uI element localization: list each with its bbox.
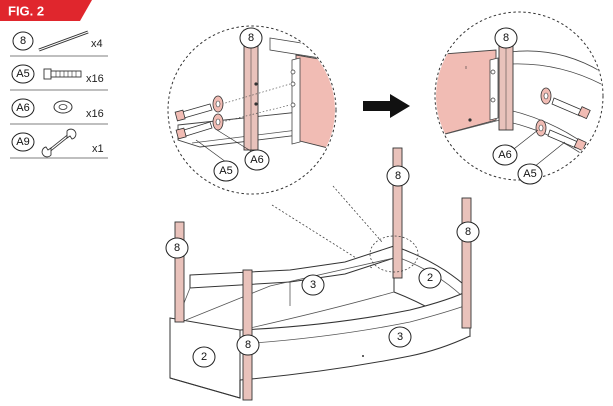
highlighted-panel <box>295 54 335 151</box>
callout-bolt: A5 <box>219 165 232 177</box>
front-long-panel <box>239 289 471 381</box>
parts-list: 8 x4 A5 x16 A6 x16 <box>10 30 108 159</box>
washer-icon <box>53 100 73 114</box>
part-id: 8 <box>20 35 26 47</box>
callout-washer: A6 <box>498 149 511 161</box>
post <box>174 221 185 323</box>
callout-bolt: A5 <box>523 168 536 180</box>
part-qty: x4 <box>91 38 103 50</box>
post <box>392 147 403 279</box>
callout-post: 8 <box>465 226 471 238</box>
part-id: A9 <box>16 136 29 148</box>
callout-post: 8 <box>174 242 180 254</box>
figure-banner: FIG. 2 <box>0 0 92 21</box>
part-row-a6: A6 x16 <box>11 98 104 120</box>
highlighted-panel <box>436 49 497 139</box>
part-id: A6 <box>16 102 29 114</box>
detail-circle-after: 8 A6 A5 <box>434 11 604 185</box>
part-id: A5 <box>16 68 29 80</box>
rod-icon <box>38 30 89 52</box>
callout-side-panel: 2 <box>427 272 433 284</box>
callout-post: 8 <box>245 339 251 351</box>
callout-long-panel: 3 <box>397 331 403 343</box>
detail-circle-before: 8 A6 A5 <box>167 25 337 195</box>
part-qty: x16 <box>86 108 104 120</box>
callout-post: 8 <box>503 32 509 44</box>
part-qty: x16 <box>86 73 104 85</box>
post <box>461 197 472 329</box>
step-arrow-icon <box>363 94 410 118</box>
figure-title: FIG. 2 <box>8 4 44 19</box>
detail-leader-lines <box>271 185 383 269</box>
washer <box>212 95 224 131</box>
bolt <box>547 97 591 152</box>
callout-post: 8 <box>395 170 401 182</box>
back-long-panel <box>189 245 395 289</box>
callout-side-panel: 2 <box>201 351 207 363</box>
detail-marker <box>369 235 419 273</box>
frame-assembly: 8 8 8 8 3 3 2 2 <box>165 147 480 401</box>
bolt-icon <box>43 68 82 80</box>
part-qty: x1 <box>92 143 104 155</box>
callout-washer: A6 <box>250 154 263 166</box>
washer <box>535 87 552 137</box>
wrench-icon <box>41 128 77 158</box>
part-row-8: 8 x4 <box>12 30 103 52</box>
part-row-a5: A5 x16 <box>11 64 104 85</box>
part-row-a9: A9 x1 <box>11 128 104 158</box>
callout-long-panel: 3 <box>310 279 316 291</box>
bolt <box>174 103 213 140</box>
callout-post: 8 <box>248 32 254 44</box>
